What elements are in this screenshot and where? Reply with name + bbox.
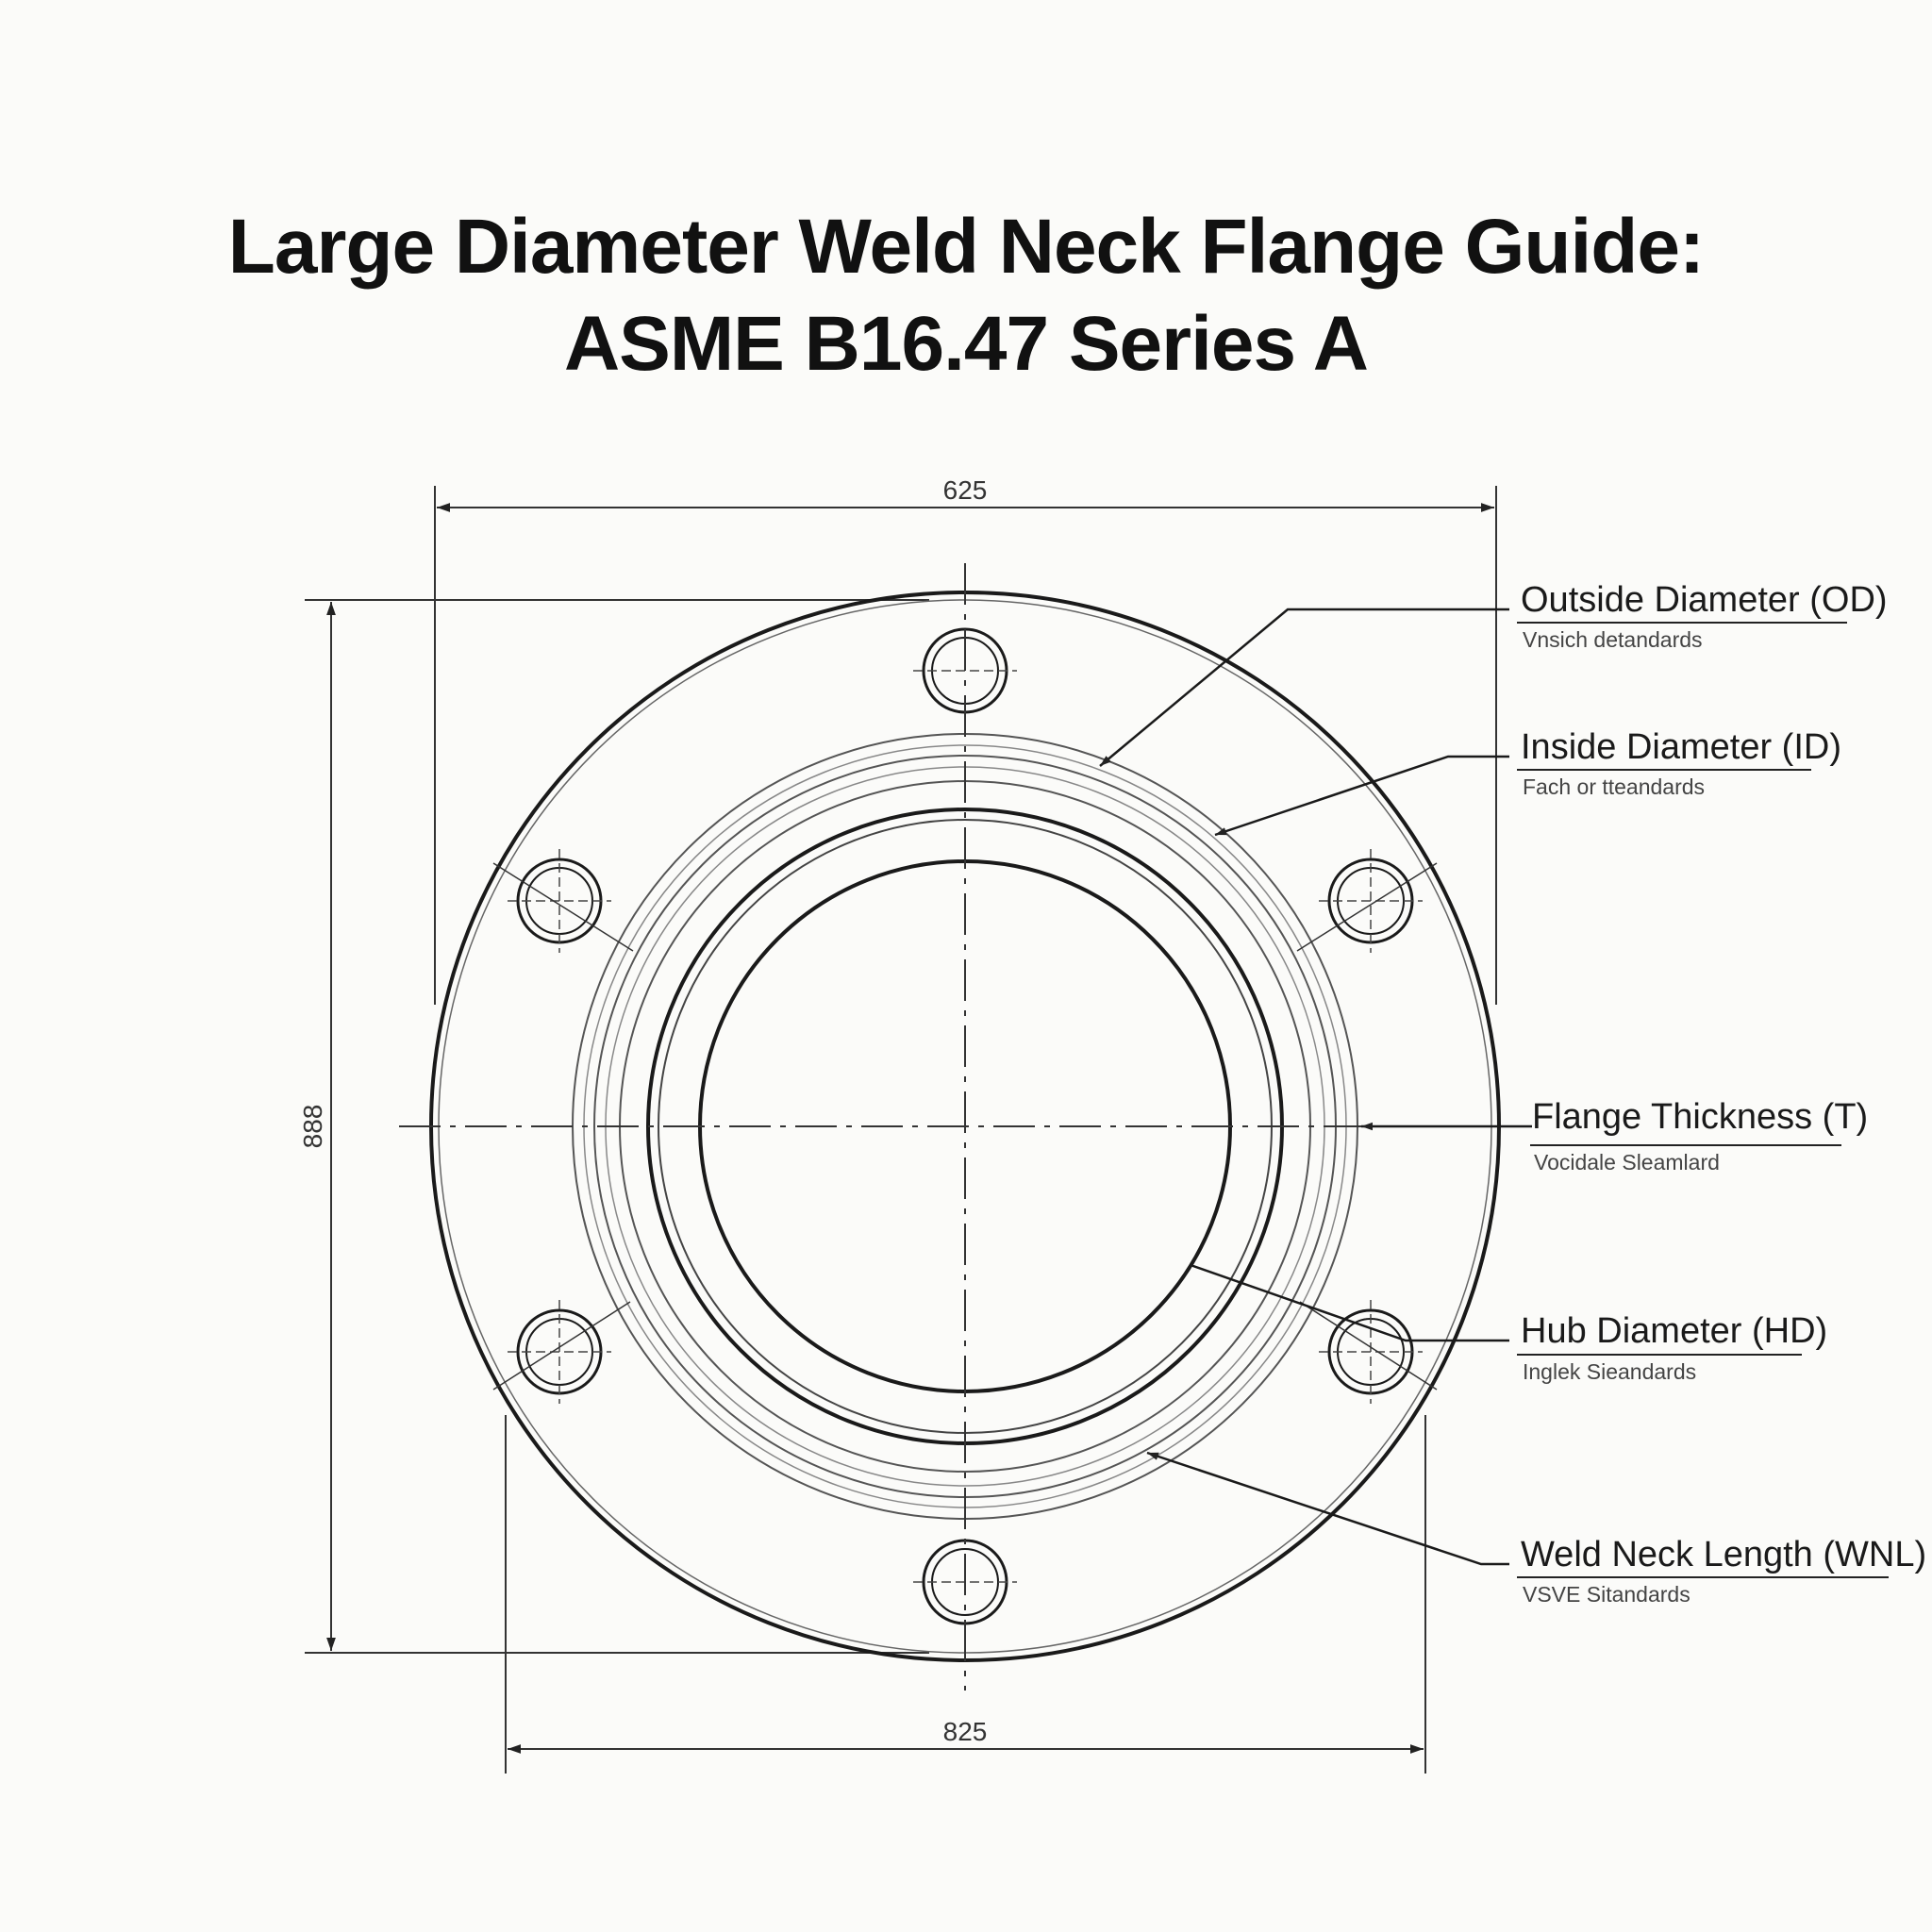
callout-label-flange-thickness: Flange Thickness (T) <box>1532 1097 1868 1137</box>
callout-flange-thickness: Flange Thickness (T) Vocidale Sleamlard <box>1530 1097 1868 1174</box>
callout-sub-flange-thickness: Vocidale Sleamlard <box>1534 1150 1720 1174</box>
callout-sub-inside-diameter: Fach or tteandards <box>1523 774 1705 799</box>
callout-inside-diameter: Inside Diameter (ID) Fach or tteandards <box>1517 727 1841 799</box>
callout-sub-weld-neck-length: VSVE Sitandards <box>1523 1582 1690 1607</box>
bottom-dim-value: 825 <box>943 1717 988 1746</box>
callout-weld-neck-length: Weld Neck Length (WNL) VSVE Sitandards <box>1517 1535 1926 1607</box>
left-dim-value: 888 <box>298 1105 327 1149</box>
callout-hub-diameter: Hub Diameter (HD) Inglek Sieandards <box>1517 1311 1827 1384</box>
dimension-lines <box>305 486 1497 1774</box>
title-line-1: Large Diameter Weld Neck Flange Guide: <box>227 204 1705 290</box>
bolt-circle-references <box>492 862 1438 1391</box>
leader-hub-diameter <box>1190 1263 1509 1342</box>
callout-label-outside-diameter: Outside Diameter (OD) <box>1521 580 1888 620</box>
title-line-2: ASME B16.47 Series A <box>563 301 1369 387</box>
top-dim-value: 625 <box>943 475 988 505</box>
callout-label-weld-neck-length: Weld Neck Length (WNL) <box>1521 1535 1926 1574</box>
center-lines <box>399 563 1362 1690</box>
leader-outside-diameter <box>1099 608 1509 767</box>
callout-label-inside-diameter: Inside Diameter (ID) <box>1521 727 1841 767</box>
callout-outside-diameter: Outside Diameter (OD) Vnsich detandards <box>1517 580 1888 652</box>
callout-sub-outside-diameter: Vnsich detandards <box>1523 627 1703 652</box>
callout-label-hub-diameter: Hub Diameter (HD) <box>1521 1311 1827 1351</box>
callout-sub-hub-diameter: Inglek Sieandards <box>1523 1359 1696 1384</box>
callout-leaders <box>1099 608 1532 1566</box>
leader-weld-neck-length <box>1146 1451 1509 1566</box>
leader-inside-diameter <box>1214 755 1509 837</box>
